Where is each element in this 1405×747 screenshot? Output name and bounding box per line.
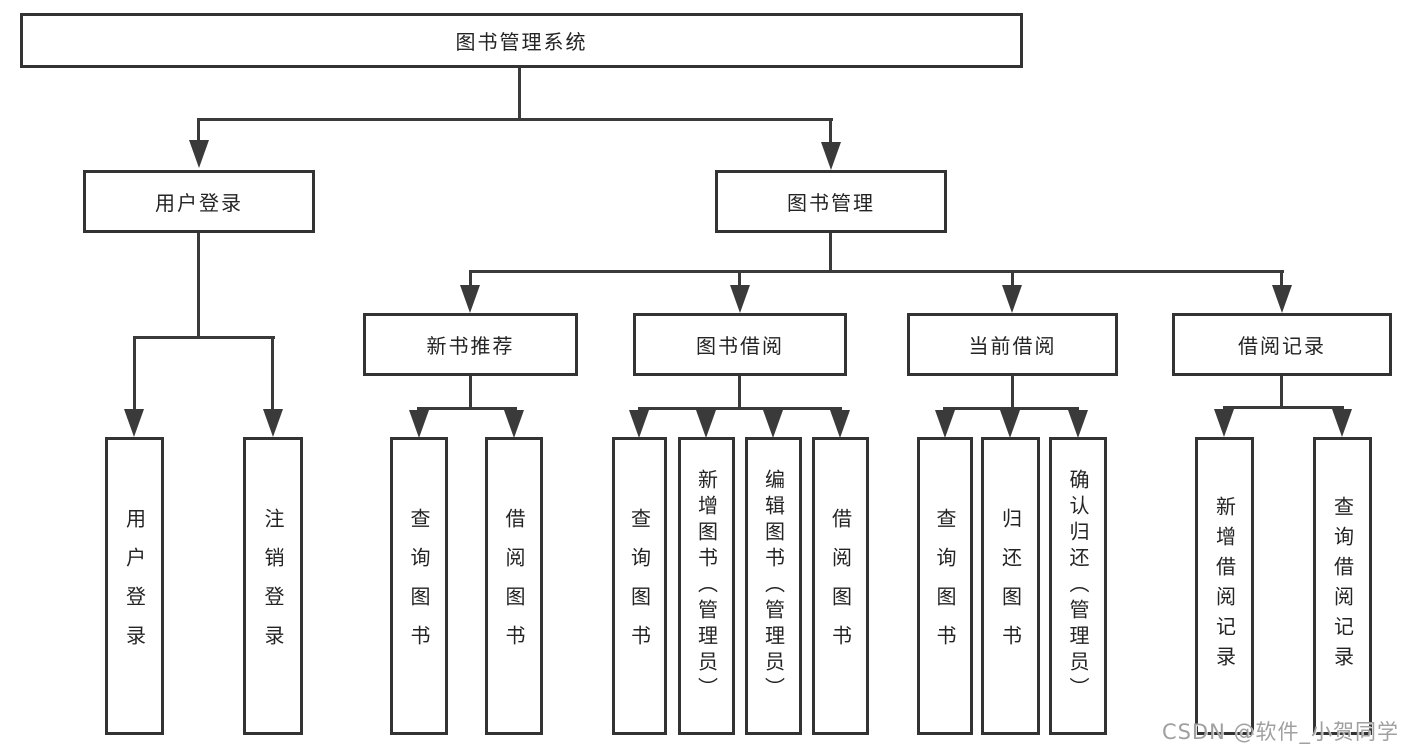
down-arrow-icon	[124, 409, 144, 437]
node-user-login: 用户登录	[83, 170, 315, 233]
down-arrow-icon	[460, 285, 480, 313]
node-label: 图书管理系统	[455, 30, 588, 54]
node-label: 图书借阅	[696, 334, 784, 358]
down-arrow-icon	[409, 410, 429, 438]
leaf-label: 借阅图书	[502, 508, 526, 664]
down-arrow-icon	[504, 410, 524, 438]
down-arrow-icon	[696, 410, 716, 438]
node-label: 借阅记录	[1238, 334, 1326, 358]
down-arrow-icon	[629, 410, 649, 438]
connector-book-mgmt-split	[469, 270, 1284, 273]
connector-stem	[738, 270, 741, 285]
csdn-watermark: CSDN @软件_小贺同学	[1161, 720, 1399, 744]
down-arrow-icon	[1002, 285, 1022, 313]
node-current-borrowing: 当前借阅	[907, 313, 1118, 376]
connector-stem	[271, 336, 274, 411]
leaf-rc-query-record: 查询借阅记录	[1313, 437, 1372, 735]
connector-stem	[469, 270, 472, 285]
leaf-label: 查询图书	[627, 508, 652, 664]
leaf-label: 查询图书	[407, 508, 431, 664]
leaf-label: 归还图书	[998, 508, 1023, 664]
leaf-label: 新增借阅记录	[1212, 496, 1237, 676]
connector-stem	[133, 336, 136, 411]
connector-user-login-stem	[197, 233, 200, 339]
node-borrowing-records: 借阅记录	[1172, 313, 1392, 376]
connector-current-split	[943, 407, 1079, 410]
connector-new-books-split	[417, 407, 517, 410]
connector-stem	[197, 118, 200, 144]
down-arrow-icon	[1272, 285, 1292, 313]
leaf-label: 用户登录	[122, 508, 147, 664]
leaf-bw-edit-books-admin: 编辑图书（管理员）	[745, 437, 802, 735]
leaf-cu-query-books: 查询图书	[917, 437, 973, 735]
leaf-label: 查询图书	[933, 508, 957, 664]
node-label: 当前借阅	[968, 334, 1057, 358]
leaf-logout: 注销登录	[243, 437, 303, 735]
node-book-management: 图书管理	[715, 170, 947, 233]
connector-new-books-stem	[469, 376, 472, 410]
connector-records-split	[1223, 406, 1344, 409]
connector-borrowing-stem	[738, 376, 741, 410]
connector-user-login-split	[133, 336, 275, 339]
leaf-user-login: 用户登录	[105, 437, 164, 735]
node-new-book-recommend: 新书推荐	[363, 313, 578, 376]
connector-records-stem	[1280, 376, 1283, 409]
node-label: 图书管理	[787, 191, 875, 215]
leaf-label: 确认归还（管理员）	[1066, 469, 1090, 703]
connector-root-stem	[518, 68, 521, 121]
connector-book-mgmt-stem	[829, 233, 832, 273]
leaf-bw-add-books-admin: 新增图书（管理员）	[678, 437, 735, 735]
down-arrow-icon	[189, 140, 209, 168]
down-arrow-icon	[763, 410, 783, 438]
leaf-cu-confirm-return-admin: 确认归还（管理员）	[1049, 437, 1107, 735]
leaf-label: 编辑图书（管理员）	[761, 469, 786, 703]
node-label: 新书推荐	[426, 334, 515, 358]
down-arrow-icon	[1214, 409, 1234, 437]
down-arrow-icon	[730, 285, 750, 313]
connector-current-stem	[1011, 375, 1014, 410]
leaf-label: 新增图书（管理员）	[694, 469, 719, 703]
leaf-bw-borrow-books: 借阅图书	[812, 437, 869, 735]
leaf-label: 注销登录	[261, 508, 285, 664]
down-arrow-icon	[821, 142, 841, 170]
node-book-borrowing: 图书借阅	[633, 313, 847, 376]
node-library-management-system: 图书管理系统	[20, 13, 1023, 68]
down-arrow-icon	[935, 410, 955, 438]
down-arrow-icon	[1332, 409, 1352, 437]
connector-stem	[1280, 270, 1283, 285]
leaf-cu-return-books: 归还图书	[981, 437, 1040, 735]
connector-root-split	[197, 118, 833, 121]
connector-stem	[829, 118, 832, 146]
down-arrow-icon	[830, 410, 850, 438]
leaf-rc-add-record: 新增借阅记录	[1195, 437, 1254, 735]
down-arrow-icon	[263, 409, 283, 437]
connector-stem	[1011, 270, 1014, 285]
leaf-nb-borrow-books: 借阅图书	[485, 437, 543, 735]
connector-borrowing-split	[638, 407, 842, 410]
leaf-bw-query-books: 查询图书	[612, 437, 667, 735]
node-label: 用户登录	[155, 191, 243, 215]
leaf-label: 查询借阅记录	[1330, 496, 1355, 676]
leaf-nb-query-books: 查询图书	[390, 437, 448, 735]
down-arrow-icon	[1068, 410, 1088, 438]
down-arrow-icon	[1000, 410, 1020, 438]
leaf-label: 借阅图书	[828, 508, 853, 664]
